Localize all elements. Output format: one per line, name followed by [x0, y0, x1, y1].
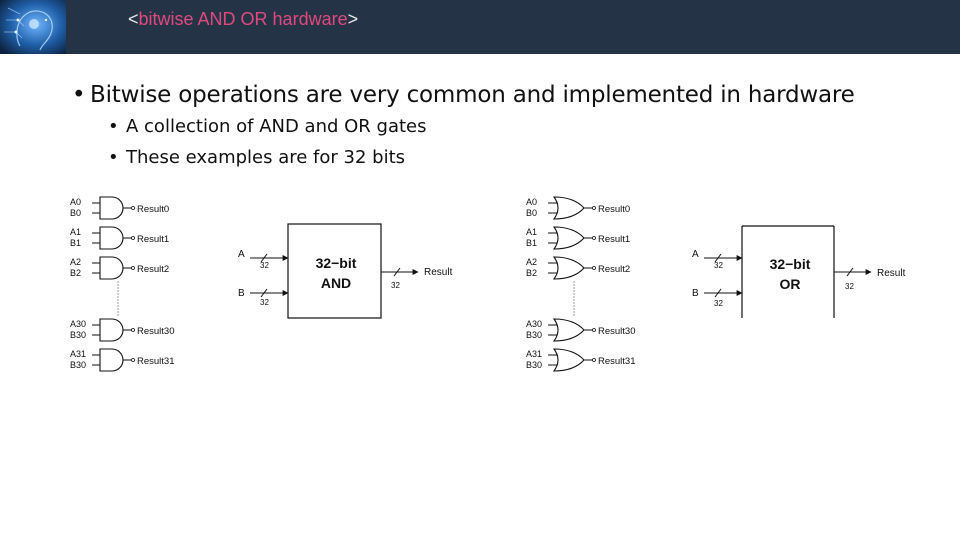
gate-input-b-label: B30 [70, 360, 86, 370]
and-block-op: AND [321, 275, 351, 291]
gate-result-label: Result31 [598, 356, 636, 367]
gate-input-a-label: A31 [70, 349, 86, 359]
gate-input-b-label: B0 [526, 208, 537, 218]
or-gate-icon [552, 348, 585, 372]
bullet-sub-1: •A collection of AND and OR gates [108, 116, 427, 137]
and-gate-icon [99, 226, 124, 250]
and-input-a: A [238, 249, 245, 260]
gate-input-a-label: A1 [70, 227, 81, 237]
and-width-b: 32 [260, 298, 269, 307]
and-output: Result [424, 267, 453, 278]
gate-input-b-label: B0 [70, 208, 81, 218]
gate-input-a-label: A0 [526, 197, 537, 207]
slide-title: <bitwise AND OR hardware> [128, 9, 359, 29]
gate-input-b-label: B30 [70, 330, 86, 340]
header-bar: <bitwise AND OR hardware> [0, 0, 960, 54]
gate-result-label: Result0 [137, 204, 169, 215]
or-input-b: B [692, 288, 699, 299]
gate-input-a-label: A1 [526, 227, 537, 237]
and-block-diagram: 32−bit AND A 32 B 32 Result 32 [238, 223, 453, 319]
or-block-diagram: 32−bit OR A 32 B 32 Result 32 [692, 225, 906, 318]
and-block-title: 32−bit [316, 255, 357, 271]
gate-input-a-label: A31 [526, 349, 542, 359]
gate-input-b-label: B1 [70, 238, 81, 248]
circuit-brain-icon [0, 0, 66, 54]
gate-input-a-label: A2 [526, 257, 537, 267]
gate-input-a-label: A0 [70, 197, 81, 207]
or-output: Result [877, 268, 906, 279]
gate-result-label: Result31 [137, 356, 175, 367]
or-input-a: A [692, 249, 699, 260]
or-width-a: 32 [714, 261, 723, 270]
and-gate-icon [99, 196, 124, 220]
and-gate-icon [99, 256, 124, 280]
bullet-main: •Bitwise operations are very common and … [72, 82, 855, 108]
or-width-out: 32 [845, 282, 854, 291]
gate-input-a-label: A30 [70, 319, 86, 329]
and-block [287, 223, 382, 319]
bullet-sub-2: •These examples are for 32 bits [108, 147, 406, 168]
gate-input-b-label: B30 [526, 360, 542, 370]
gate-input-a-label: A30 [526, 319, 542, 329]
gate-result-label: Result1 [598, 234, 630, 245]
gate-result-label: Result2 [137, 264, 169, 275]
or-width-b: 32 [714, 299, 723, 308]
or-gate-icon [552, 196, 585, 220]
gate-result-label: Result30 [137, 326, 175, 337]
and-gate-icon [99, 348, 124, 372]
gate-input-b-label: B2 [70, 268, 81, 278]
or-gate-icon [552, 318, 585, 342]
gate-input-b-label: B1 [526, 238, 537, 248]
gate-result-label: Result0 [598, 204, 630, 215]
gate-result-label: Result2 [598, 264, 630, 275]
and-gate-icon [99, 318, 124, 342]
or-gate-icon [552, 226, 585, 250]
or-block-title: 32−bit [770, 256, 811, 272]
gate-input-b-label: B2 [526, 268, 537, 278]
or-gate-icon [552, 256, 585, 280]
gate-result-label: Result1 [137, 234, 169, 245]
and-input-b: B [238, 288, 245, 299]
and-width-a: 32 [260, 261, 269, 270]
gate-input-a-label: A2 [70, 257, 81, 267]
and-width-out: 32 [391, 281, 400, 290]
gate-input-b-label: B30 [526, 330, 542, 340]
or-block-op: OR [780, 276, 801, 292]
gate-result-label: Result30 [598, 326, 636, 337]
